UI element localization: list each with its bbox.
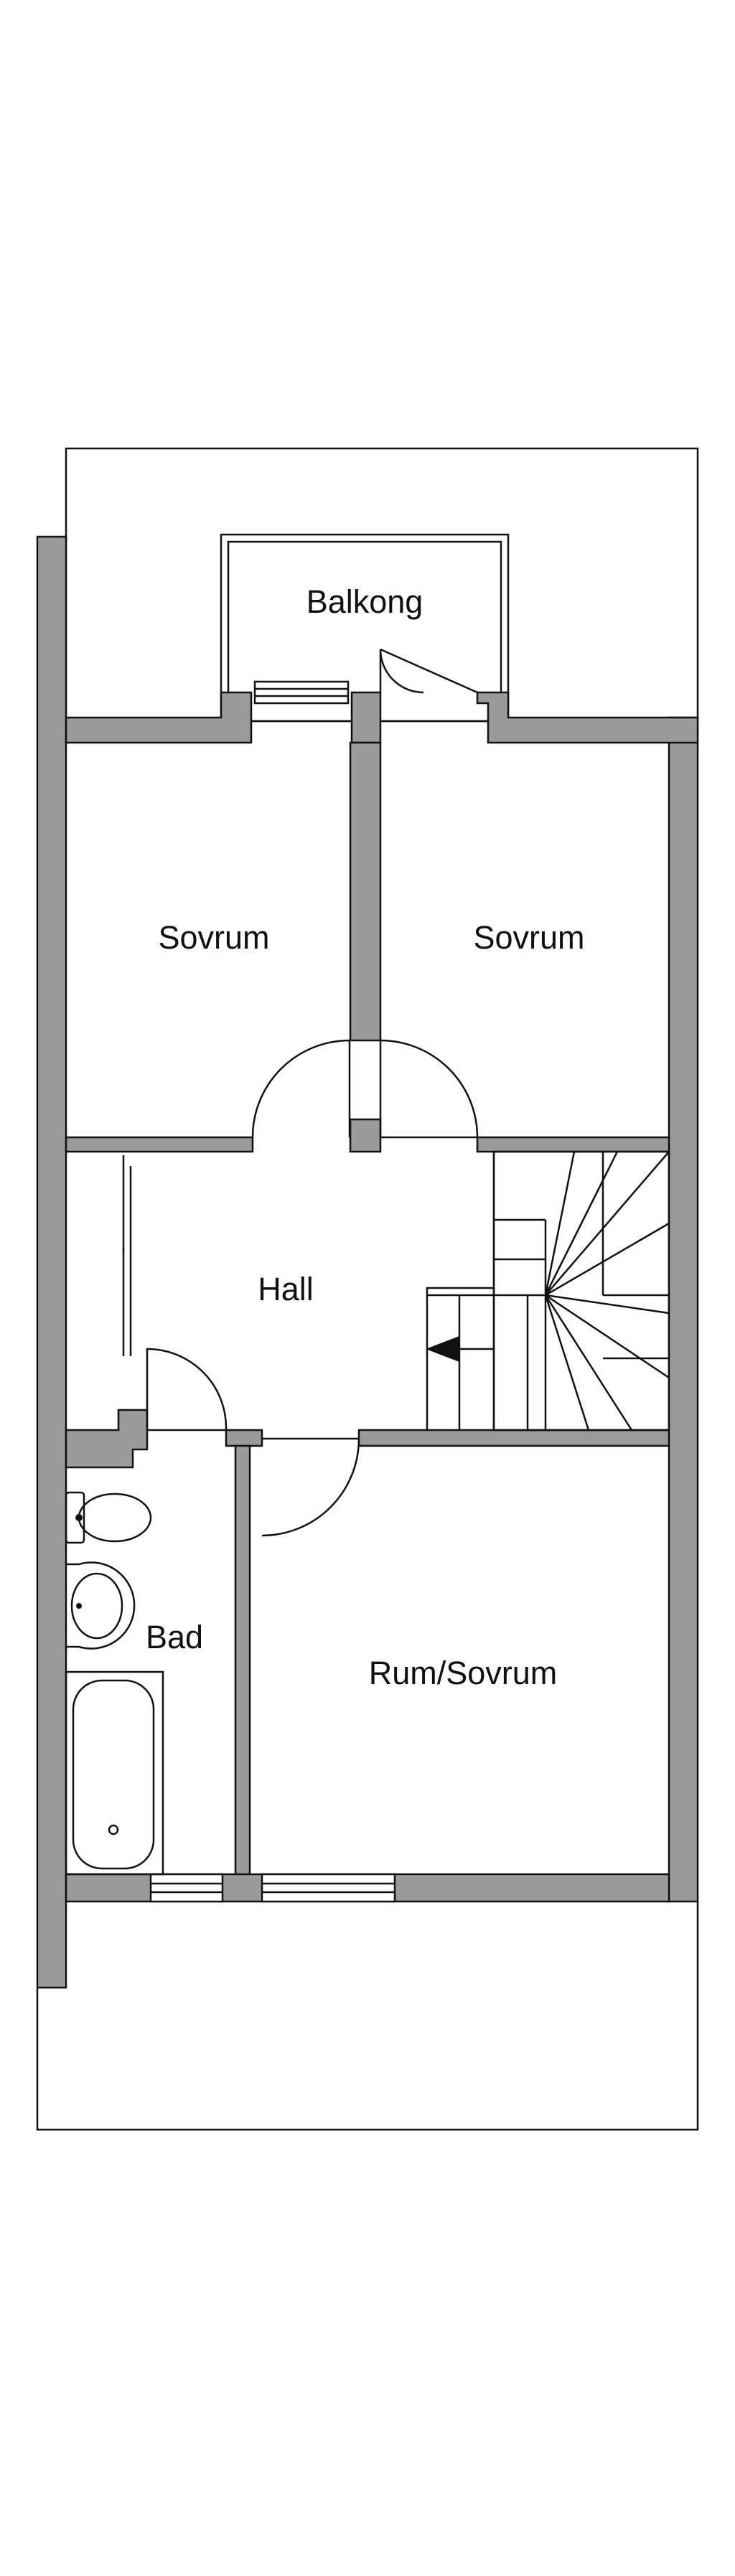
bathtub-icon [65, 1670, 164, 1876]
top-wall-right [476, 691, 699, 744]
hall-bottom-wall-right [357, 1429, 670, 1447]
door-bad [146, 1348, 228, 1432]
hall-wall-left [65, 1136, 254, 1153]
label-bad: Bad [146, 1619, 203, 1655]
right-outer-wall [668, 716, 699, 1903]
window-bath [149, 1873, 224, 1903]
sink-icon [66, 1561, 136, 1650]
windows [149, 680, 396, 1903]
bathroom-fixtures [65, 1491, 164, 1876]
walls [36, 535, 699, 1989]
top-wall-middle [350, 691, 382, 744]
toilet-icon [65, 1491, 152, 1544]
bath-room-divider [234, 1444, 251, 1878]
window-balcony [253, 680, 350, 705]
window-room [261, 1873, 396, 1903]
door-balcony [379, 649, 424, 694]
stairs [426, 1150, 670, 1432]
bedroom-divider-top [349, 741, 382, 1042]
label-rum-sovrum: Rum/Sovrum [369, 1655, 558, 1691]
door-sovrum-left [251, 1039, 351, 1138]
label-hall: Hall [258, 1271, 314, 1307]
room-labels: Balkong Sovrum Sovrum Hall Bad Rum/Sovru… [146, 583, 585, 1691]
label-balkong: Balkong [306, 583, 423, 620]
left-outer-wall [36, 535, 67, 1989]
stairs-arrow-icon [426, 1336, 459, 1362]
hall-wall-right [476, 1136, 670, 1153]
bedroom-divider-bottom [349, 1118, 382, 1153]
hall-bottom-wall-mid [225, 1429, 263, 1447]
label-sovrum-left: Sovrum [158, 919, 269, 956]
label-sovrum-right: Sovrum [473, 919, 584, 956]
top-wall-left [65, 691, 253, 744]
doors [146, 648, 479, 1537]
bath-top-wall-left [65, 1409, 149, 1469]
door-sovrum-right [379, 1039, 479, 1139]
door-rum [261, 1437, 360, 1537]
wardrobe [122, 1155, 132, 1356]
